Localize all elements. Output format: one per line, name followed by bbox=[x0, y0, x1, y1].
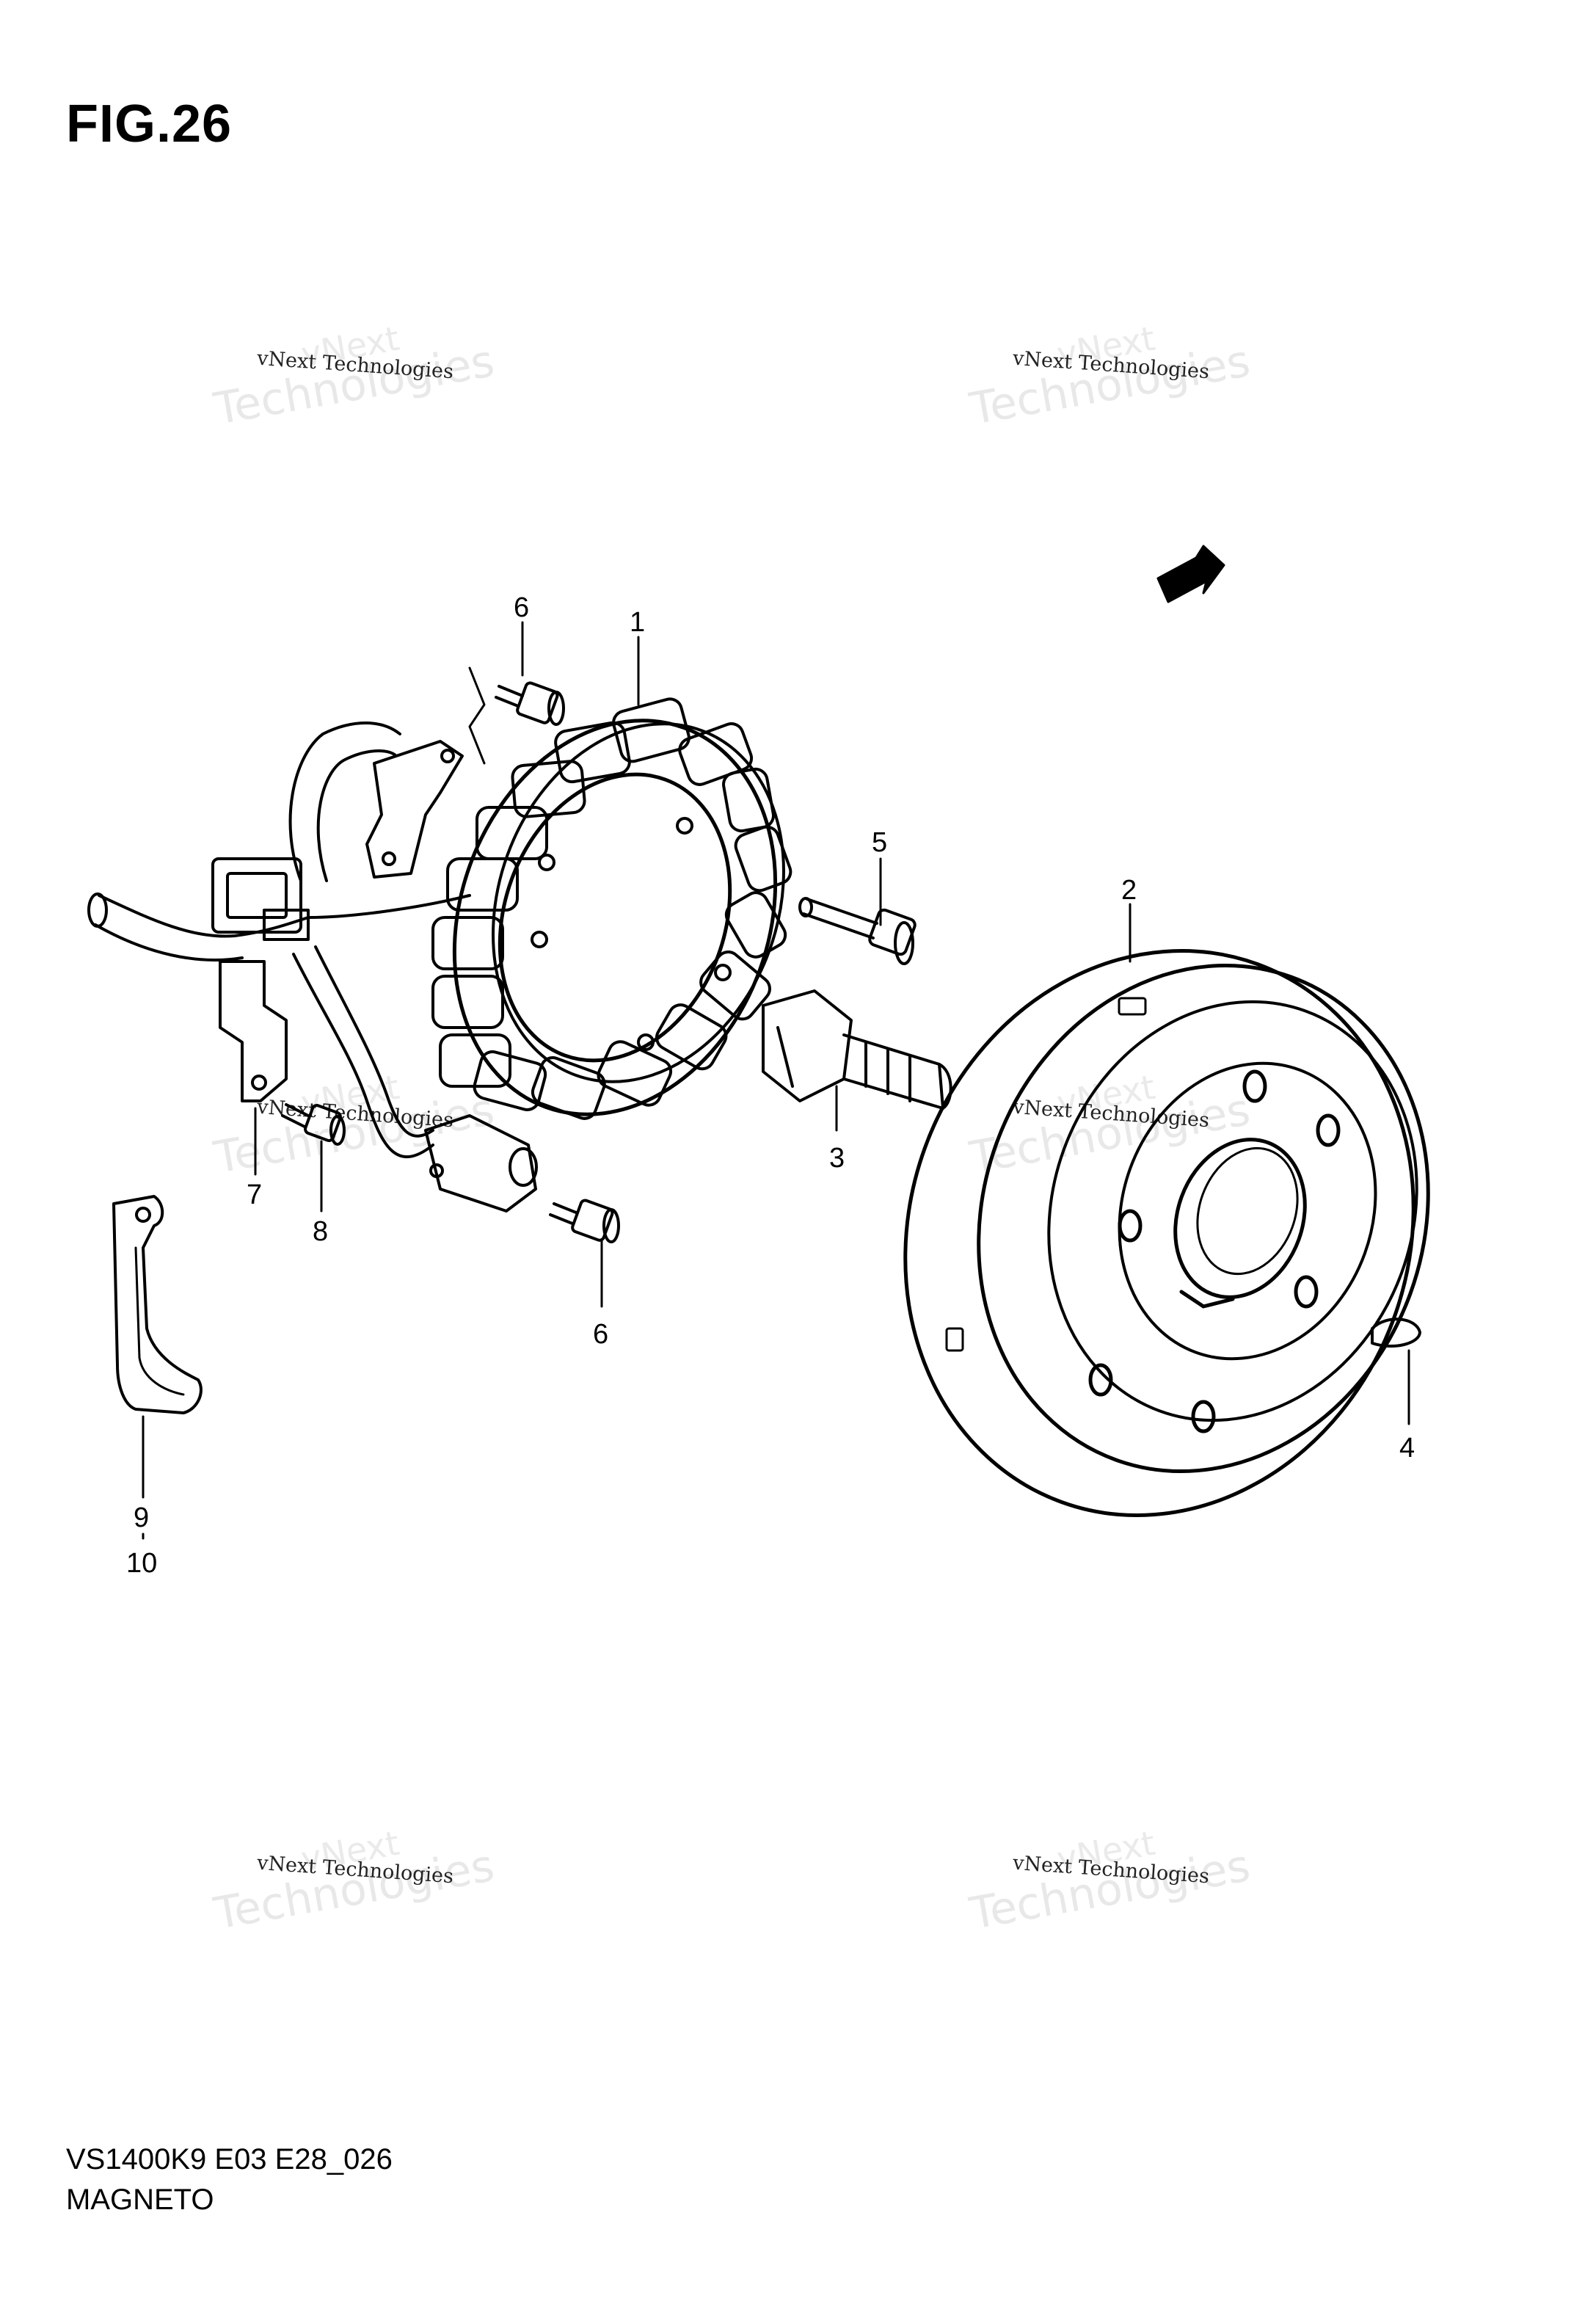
bolt-part-5 bbox=[798, 897, 917, 965]
callout-8: 8 bbox=[313, 1216, 328, 1247]
flywheel-rotor-part bbox=[903, 949, 1430, 1517]
figure-title: FIG.26 bbox=[66, 95, 233, 153]
callout-5: 5 bbox=[872, 827, 887, 858]
footer-code: VS1400K9 E03 E28_026 bbox=[66, 2143, 393, 2175]
callout-3: 3 bbox=[829, 1143, 845, 1174]
clamp-bracket-part bbox=[219, 960, 288, 1102]
callout-6-top: 6 bbox=[514, 592, 529, 623]
callout-1: 1 bbox=[630, 607, 645, 638]
bolt-part-6 bbox=[495, 681, 565, 726]
callout-10: 10 bbox=[126, 1548, 157, 1579]
stator-part bbox=[431, 697, 792, 1120]
callout-4: 4 bbox=[1399, 1433, 1415, 1464]
callout-9: 9 bbox=[134, 1502, 149, 1533]
strap-part-9 bbox=[112, 1195, 203, 1414]
callout-7: 7 bbox=[247, 1179, 262, 1210]
bolt-part-3 bbox=[762, 989, 952, 1110]
bolt-part-6-lower bbox=[549, 1199, 620, 1243]
screw-part-8 bbox=[281, 1103, 346, 1146]
wiring-harness bbox=[87, 666, 538, 1213]
key-part-4 bbox=[1371, 1317, 1421, 1348]
callout-6-bottom: 6 bbox=[593, 1319, 608, 1350]
footer-name: MAGNETO bbox=[66, 2184, 214, 2216]
fwd-arrow-icon: FWD bbox=[1156, 545, 1225, 603]
callout-2: 2 bbox=[1121, 875, 1137, 906]
callout-labels: 6 1 5 2 3 4 7 8 6 9 10 bbox=[126, 592, 1415, 1579]
leader-lines bbox=[142, 621, 1410, 1540]
